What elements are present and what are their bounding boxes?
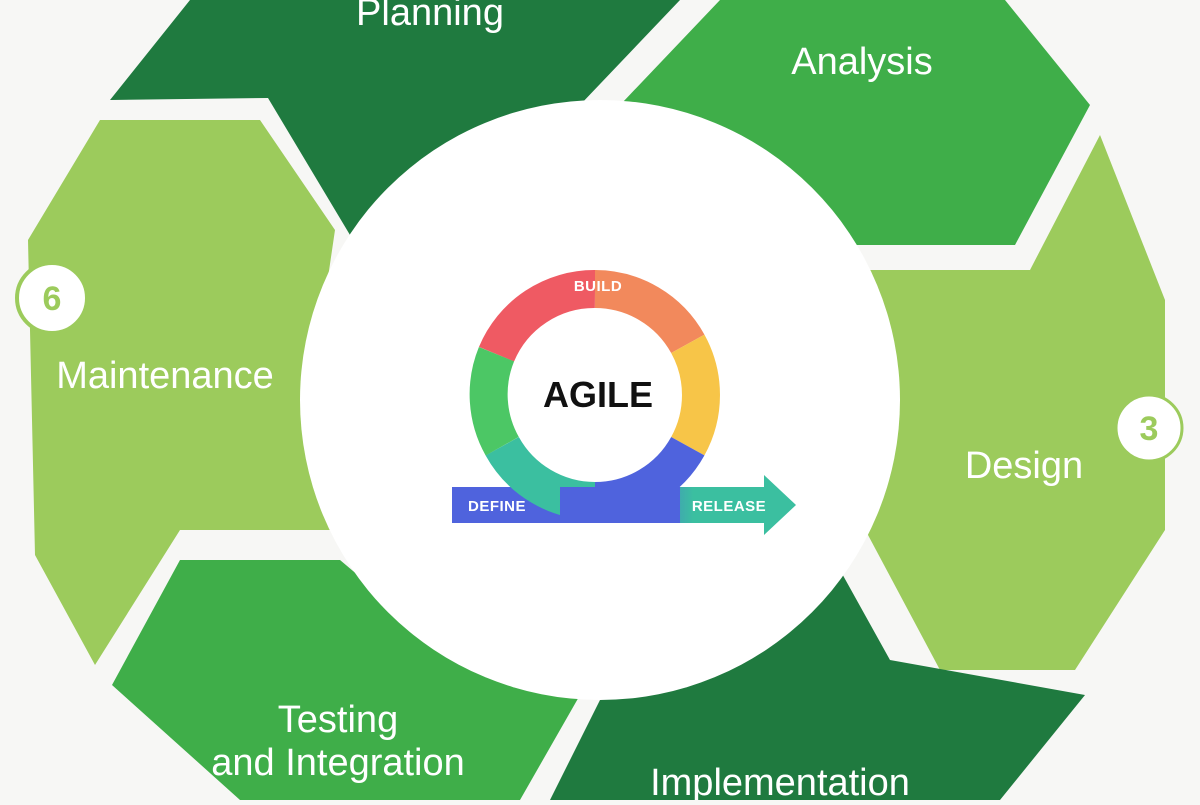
phase-label-design: Design <box>965 445 1083 487</box>
ring-arc-orange <box>594 270 705 354</box>
segment-testing <box>112 560 580 800</box>
agile-label-release: RELEASE <box>692 498 766 515</box>
phase-label-implementation: Implementation <box>650 762 910 800</box>
agile-label-define: DEFINE <box>468 498 526 515</box>
phase-badge-6: 6 <box>15 261 89 335</box>
phase-badge-6-number: 6 <box>43 280 62 318</box>
ring-arc-yellow <box>670 334 720 456</box>
ring-arrow-junction <box>560 487 680 523</box>
ring-arc-red <box>478 269 596 363</box>
phase-badge-3-number: 3 <box>1140 410 1159 448</box>
segment-planning <box>110 0 680 235</box>
segment-analysis <box>622 0 1090 245</box>
agile-label-build: BUILD <box>574 278 622 295</box>
phase-label-planning: Planning <box>356 0 504 34</box>
segment-design <box>860 135 1165 670</box>
ring-arc-green <box>469 347 520 456</box>
agile-title: AGILE <box>543 374 653 415</box>
agile-loop-icon: AGILE BUILD DEFINE RELEASE <box>452 269 796 535</box>
phase-label-analysis: Analysis <box>791 41 933 83</box>
agile-arrow-head <box>764 475 796 535</box>
segment-implementation <box>550 570 1085 800</box>
segment-maintenance <box>28 120 335 665</box>
phase-label-maintenance: Maintenance <box>56 355 274 397</box>
phase-label-testing-line1: Testing <box>278 699 398 741</box>
center-disk <box>300 100 900 700</box>
phase-label-testing-line2: and Integration <box>211 742 465 784</box>
phase-badge-3: 3 <box>1114 393 1184 463</box>
